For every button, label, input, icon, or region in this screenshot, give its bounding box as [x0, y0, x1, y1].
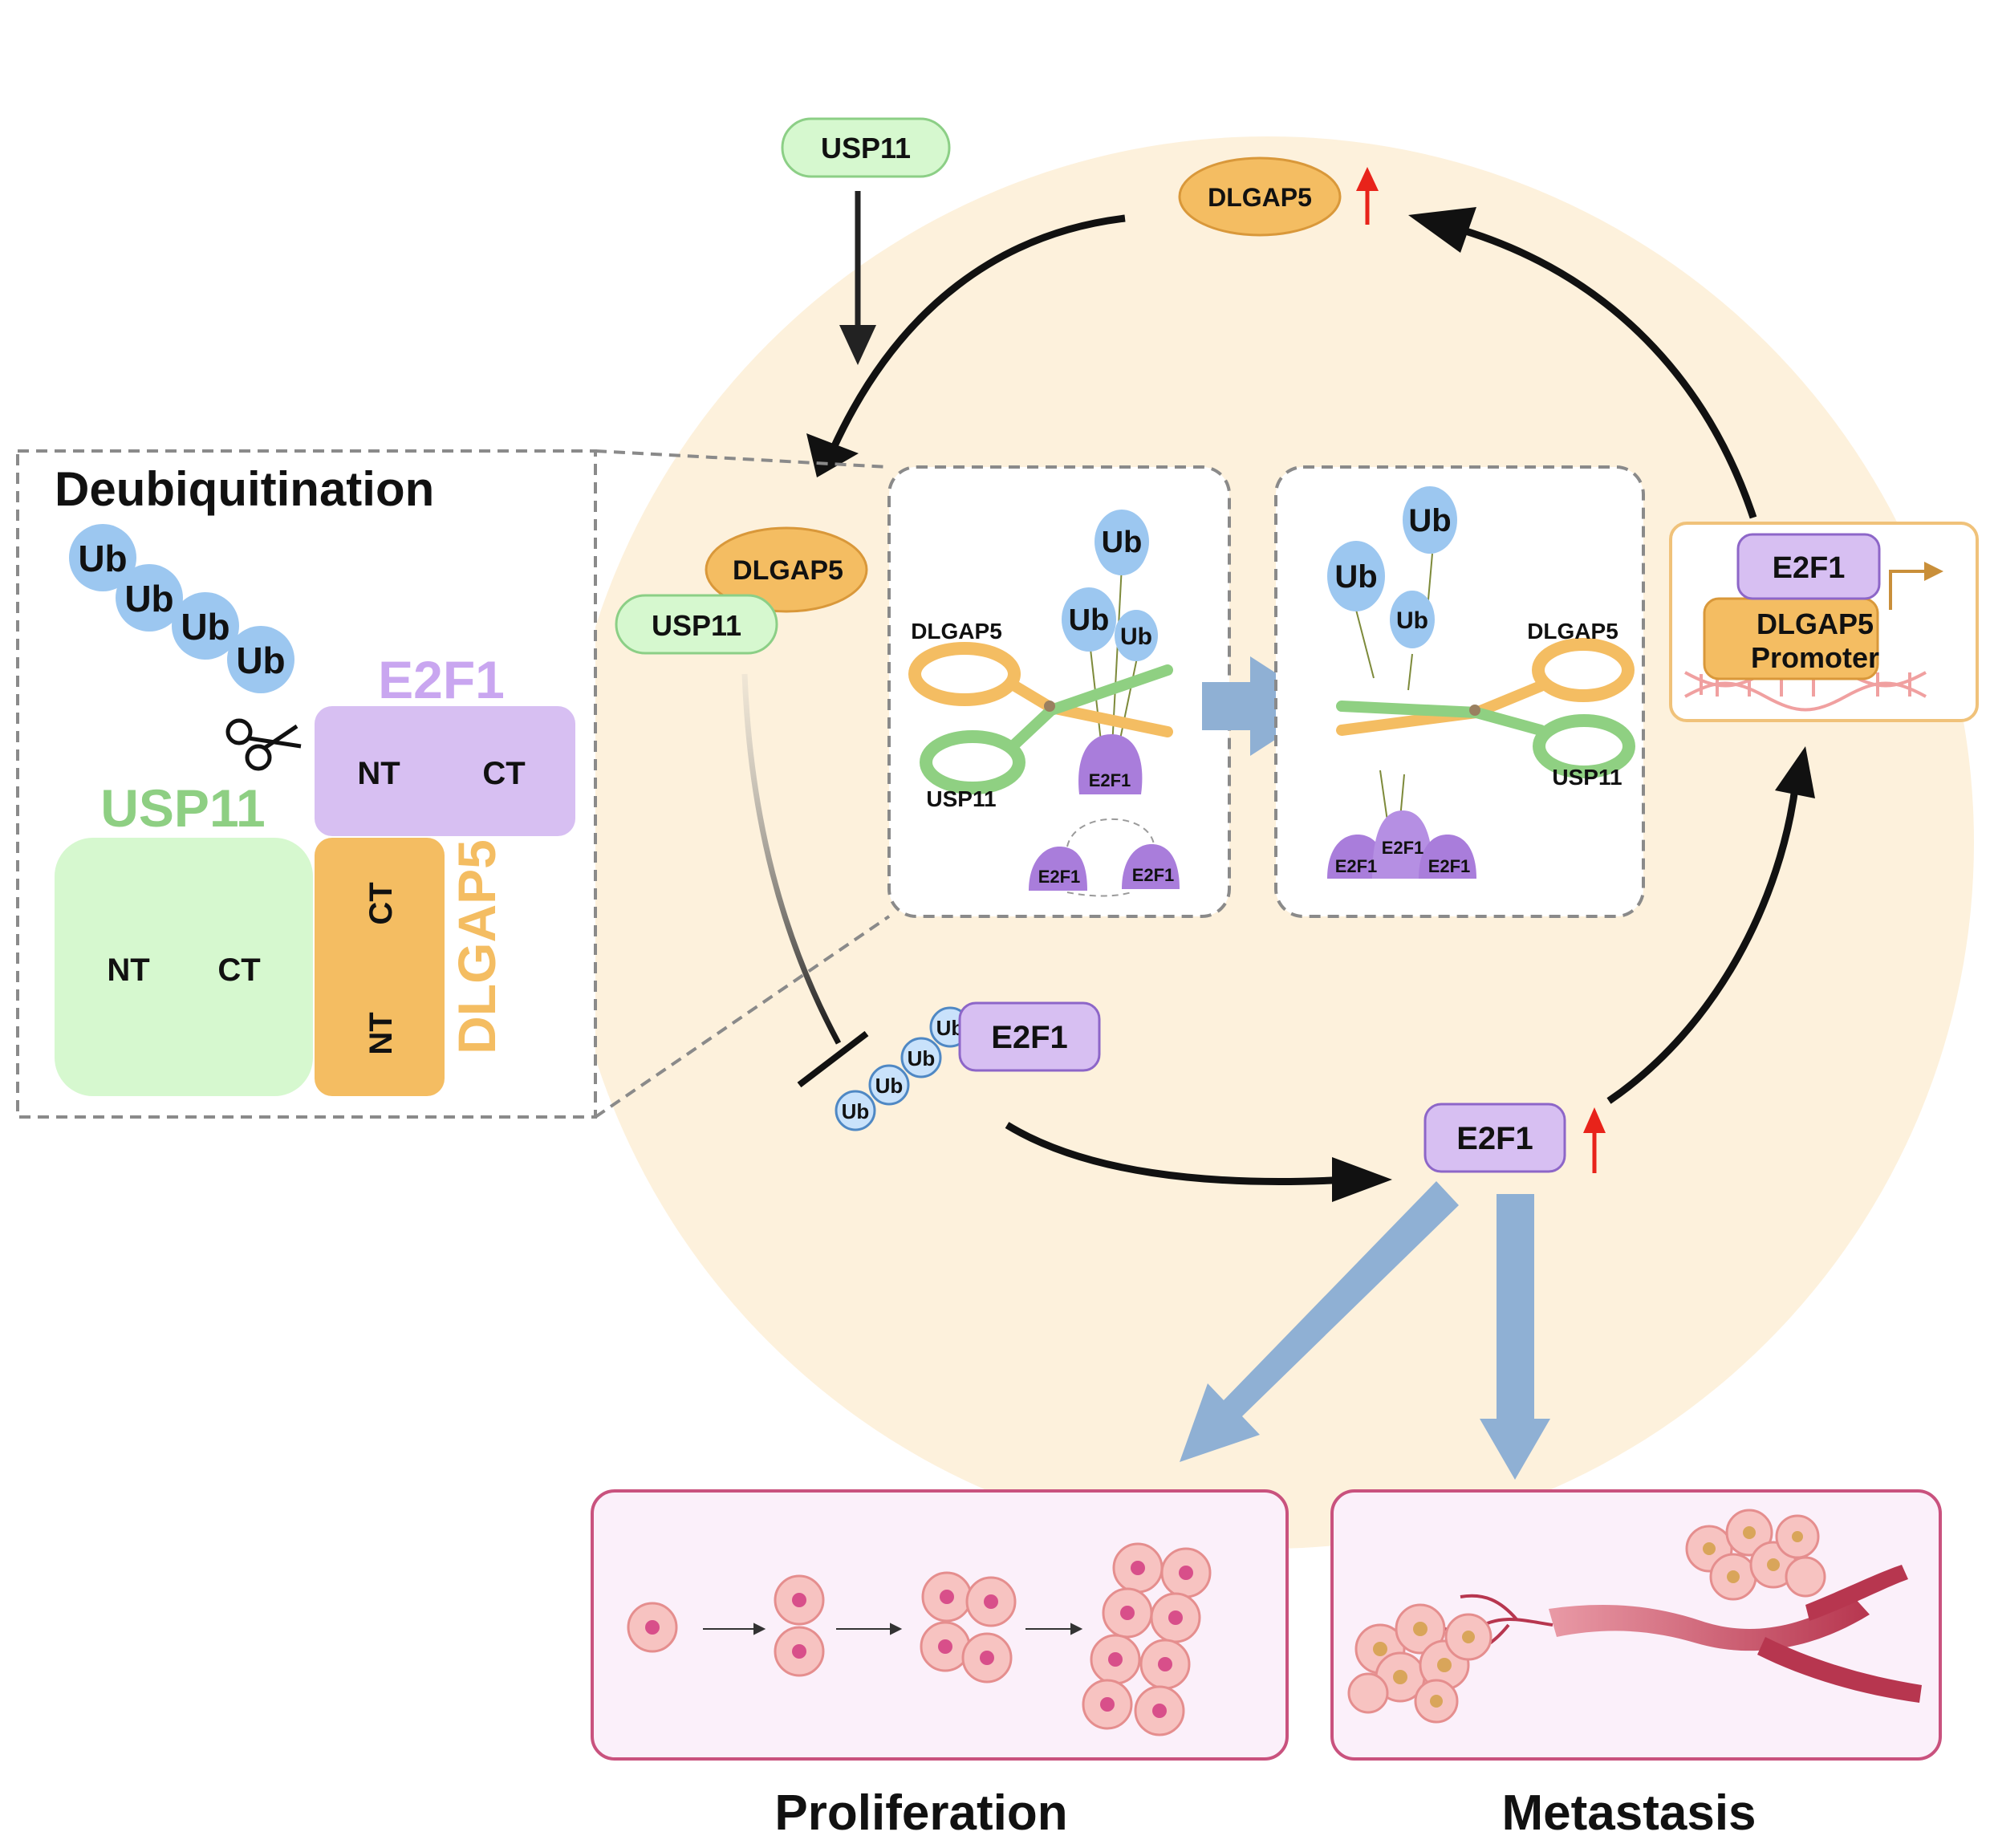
- usp11-domain-box: [55, 838, 313, 1096]
- box2-usp11-label: USP11: [1552, 765, 1622, 790]
- transition-arrow: [1202, 656, 1327, 756]
- box1-e2f1-label: E2F1: [1089, 770, 1131, 790]
- stable-e2f1-blob: [1372, 810, 1433, 879]
- complex-dlgap5-label: DLGAP5: [733, 555, 843, 586]
- complex-node: DLGAP5 USP11: [615, 526, 868, 655]
- ub-label: Ub: [1102, 526, 1143, 559]
- ub-label: Ub: [124, 578, 173, 619]
- stable-e2f1-blob: [1327, 835, 1387, 879]
- dlgap5-to-complex-arrow-head: [806, 433, 859, 477]
- metastasis-panel: [1330, 1489, 1942, 1761]
- e2f1-domain-box: [315, 706, 575, 836]
- box2-dlgap5-label: DLGAP5: [1527, 619, 1618, 644]
- scissors-icon: [225, 718, 302, 771]
- degraded-e2f1-label: E2F1: [1132, 865, 1175, 885]
- ub-label: Ub: [1334, 559, 1377, 595]
- ub-label: Ub: [78, 538, 127, 579]
- usp11-top-node: USP11: [781, 117, 951, 178]
- ub-label: Ub: [181, 606, 229, 648]
- dlgap5-to-complex-arrow: [829, 214, 1126, 451]
- degraded-e2f1-label: E2F1: [1038, 867, 1081, 887]
- usp11-nt-label: NT: [107, 952, 149, 988]
- ub-label: Ub: [236, 640, 285, 681]
- inhibition-line: [741, 673, 842, 1045]
- ub-balloon: [1327, 541, 1385, 611]
- box1-usp11-label: USP11: [926, 786, 996, 811]
- ub-label: Ub: [1069, 603, 1110, 637]
- ub-balloon: [1094, 510, 1149, 574]
- dlgap5-up-arrow-icon: [1356, 167, 1379, 225]
- dlgap5-top-label: DLGAP5: [1208, 183, 1312, 212]
- ub-label: Ub: [908, 1046, 936, 1070]
- deubiquitination-after-box: Ub Ub Ub DLGAP5 USP11 E2F1 E2F1 E2F1: [1274, 465, 1645, 918]
- inhibition-bar: [797, 1030, 869, 1088]
- dlgap5-top-node: DLGAP5: [1178, 156, 1342, 237]
- e2f1-target-blob: [1078, 734, 1143, 794]
- usp11-top-label: USP11: [821, 132, 911, 164]
- usp11-ct-label: CT: [217, 952, 260, 988]
- promoter-line1: DLGAP5: [1756, 607, 1874, 640]
- ub-balloon: [1390, 591, 1435, 648]
- stable-e2f1-label: E2F1: [1428, 856, 1471, 876]
- dlgap5-nt-label: NT: [363, 1012, 399, 1054]
- ubiquitinated-e2f1-label: E2F1: [991, 1020, 1068, 1055]
- proliferation-panel: [591, 1489, 1289, 1761]
- deubiquitination-panel: Deubiquitination Ub Ub Ub Ub E2F1 NT CT …: [16, 449, 597, 1119]
- deubiquitination-title: Deubiquitination: [55, 462, 434, 516]
- metastatic-tumor-icon: [1685, 1509, 1826, 1601]
- e2f1-to-promoter-arrow: [1606, 782, 1800, 1104]
- ub-label: Ub: [1408, 503, 1451, 538]
- e2f1-domain-title: E2F1: [378, 650, 505, 709]
- stable-e2f1-blob: [1419, 835, 1476, 879]
- zoom-line-bottom: [594, 915, 891, 1119]
- e2f1-stabilization-arrow-head: [1332, 1157, 1392, 1202]
- ub-label: Ub: [875, 1074, 904, 1098]
- cell-division-icons: [627, 1542, 1212, 1736]
- ub-label: Ub: [842, 1099, 870, 1123]
- zoom-line-top: [595, 449, 890, 469]
- e2f1-nt-label: NT: [357, 756, 400, 791]
- stable-e2f1-label: E2F1: [1382, 838, 1424, 858]
- stable-e2f1-label: E2F1: [1335, 856, 1378, 876]
- e2f1-up-label: E2F1: [1456, 1121, 1533, 1156]
- promoter-to-dlgap5-arrow: [1451, 223, 1757, 519]
- box1-dlgap5-label: DLGAP5: [911, 619, 1002, 644]
- promoter-box: DLGAP5 Promoter E2F1: [1669, 522, 1979, 722]
- dlgap5-ct-label: CT: [363, 882, 399, 924]
- degraded-e2f1-blob: [1122, 844, 1180, 889]
- usp11-down-arrow-head: [839, 325, 876, 365]
- ub-balloon: [1115, 610, 1158, 661]
- degraded-e2f1-blob: [1029, 847, 1087, 891]
- metastasis-label: Metastasis: [1501, 1785, 1756, 1841]
- transcription-arrow-icon: [1889, 570, 1926, 610]
- e2f1-stabilization-arrow: [1005, 1122, 1349, 1185]
- dlgap5-domain-title: DLGAP5: [447, 839, 506, 1054]
- promoter-e2f1-label: E2F1: [1773, 551, 1846, 585]
- to-metastasis-arrow: [1480, 1194, 1550, 1480]
- promoter-line2: Promoter: [1751, 641, 1879, 674]
- deubiquitination-before-box: Ub Ub Ub DLGAP5 USP11 E2F1 E2F1 E2F1: [887, 465, 1231, 918]
- promoter-to-dlgap5-arrow-head: [1408, 207, 1476, 253]
- complex-usp11-label: USP11: [652, 609, 741, 642]
- ub-chain: Ub Ub Ub Ub: [69, 524, 294, 693]
- e2f1-to-promoter-arrow-head: [1775, 746, 1815, 798]
- proliferation-label: Proliferation: [774, 1785, 1067, 1841]
- e2f1-up-node: E2F1: [1423, 1103, 1566, 1173]
- e2f1-ct-label: CT: [482, 756, 525, 791]
- ub-label: Ub: [1120, 623, 1152, 650]
- background-cycle-circle: [562, 136, 1974, 1549]
- ub-balloon: [1403, 486, 1457, 554]
- primary-tumor-icon: [1347, 1603, 1492, 1724]
- usp11-domain-title: USP11: [100, 778, 265, 838]
- ubiquitinated-e2f1: Ub Ub Ub Ub E2F1: [835, 1001, 1101, 1131]
- e2f1-up-arrow-icon: [1583, 1107, 1606, 1173]
- ub-label: Ub: [1396, 607, 1428, 634]
- dlgap5-domain-box: [315, 838, 445, 1096]
- to-proliferation-arrow: [1180, 1181, 1459, 1462]
- ub-balloon: [1062, 587, 1116, 652]
